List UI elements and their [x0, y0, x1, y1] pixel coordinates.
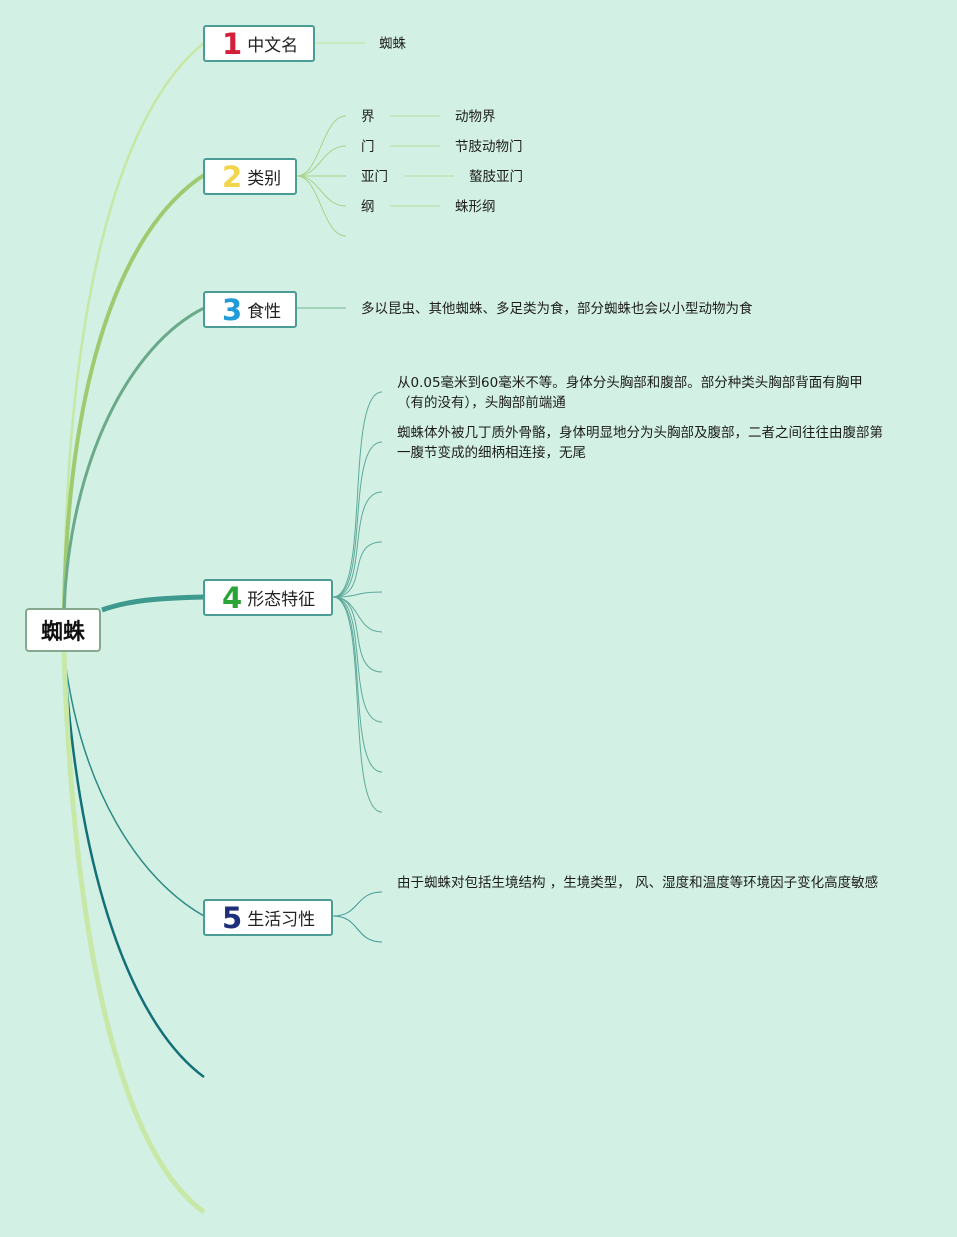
topic-label: 中文名: [247, 36, 299, 56]
leaf-link-morph-3: [332, 491, 383, 598]
leaf-value-class[interactable]: 蛛形纲: [455, 199, 496, 215]
topic-number-5: 5: [222, 901, 243, 935]
leaf-link-phylum: [296, 145, 347, 177]
leaf-morphology-1[interactable]: 从0.05毫米到60毫米不等。身体分头胸部和腹部。部分种类头胸部背面有胸甲（有的…: [397, 375, 863, 411]
topic-morphology[interactable]: 4 形态特征: [203, 579, 333, 616]
topic-label: 类别: [247, 169, 282, 189]
topic-number-1: 1: [222, 27, 243, 61]
branch-link-1: [62, 42, 205, 611]
topic-label: 生活习性: [247, 910, 316, 930]
leaf-link-morph-8: [332, 596, 383, 723]
branch-link-6: [62, 651, 205, 1079]
leaf-diet[interactable]: 多以昆虫、其他蜘蛛、多足类为食，部分蜘蛛也会以小型动物为食: [361, 301, 753, 317]
topic-classification[interactable]: 2 类别: [203, 158, 297, 195]
leaf-chinese-name[interactable]: 蜘蛛: [379, 36, 406, 52]
leaf-habits-1[interactable]: 由于蜘蛛对包括生境结构 ，生境类型， 风、湿度和温度等环境因子变化高度敏感: [397, 875, 879, 891]
leaf-link-habit-1: [332, 891, 383, 917]
topic-habits[interactable]: 5 生活习性: [203, 899, 333, 936]
branch-link-5: [63, 651, 205, 917]
branch-link-2: [62, 173, 206, 611]
branch-link-3: [62, 306, 205, 611]
leaf-morphology-2[interactable]: 蜘蛛体外被几丁质外骨骼，身体明显地分为头胸部及腹部，二者之间往往由腹部第一腹节变…: [397, 425, 883, 461]
topic-number-3: 3: [222, 293, 243, 327]
topic-number-2: 2: [222, 160, 243, 194]
topic-chinese-name[interactable]: 1 中文名: [203, 25, 315, 62]
leaf-rank-subphylum[interactable]: 亚门: [361, 169, 388, 185]
leaf-rank-phylum[interactable]: 门: [361, 139, 375, 155]
leaf-link-morph-5: [332, 591, 383, 598]
branch-link-7: [61, 651, 206, 1215]
leaf-link-class: [296, 175, 347, 207]
leaf-link-morph-4: [332, 541, 383, 598]
leaf-link-morph-10: [332, 596, 383, 813]
topic-label: 形态特征: [247, 590, 316, 610]
leaf-value-kingdom[interactable]: 动物界: [455, 109, 496, 125]
topic-number-4: 4: [222, 581, 243, 615]
leaf-value-subphylum[interactable]: 螯肢亚门: [469, 169, 523, 185]
leaf-link-morph-2: [332, 441, 383, 598]
leaf-link-morph-7: [332, 596, 383, 673]
leaf-rank-class[interactable]: 纲: [361, 199, 375, 215]
root-label: 蜘蛛: [40, 620, 85, 645]
topic-label: 食性: [247, 302, 282, 322]
leaf-link-morph-9: [332, 596, 383, 773]
leaf-link-kingdom: [296, 115, 347, 177]
leaf-link-morph-6: [332, 596, 383, 633]
leaf-value-phylum[interactable]: 节肢动物门: [455, 139, 523, 155]
topic-diet[interactable]: 3 食性: [203, 291, 297, 328]
branch-link-4: [101, 594, 205, 613]
leaf-link-morph-1: [332, 391, 383, 598]
leaf-link-habit-2: [332, 915, 383, 943]
leaf-link-empty: [296, 175, 347, 237]
root-node[interactable]: 蜘蛛: [25, 608, 101, 652]
leaf-rank-kingdom[interactable]: 界: [361, 109, 375, 125]
